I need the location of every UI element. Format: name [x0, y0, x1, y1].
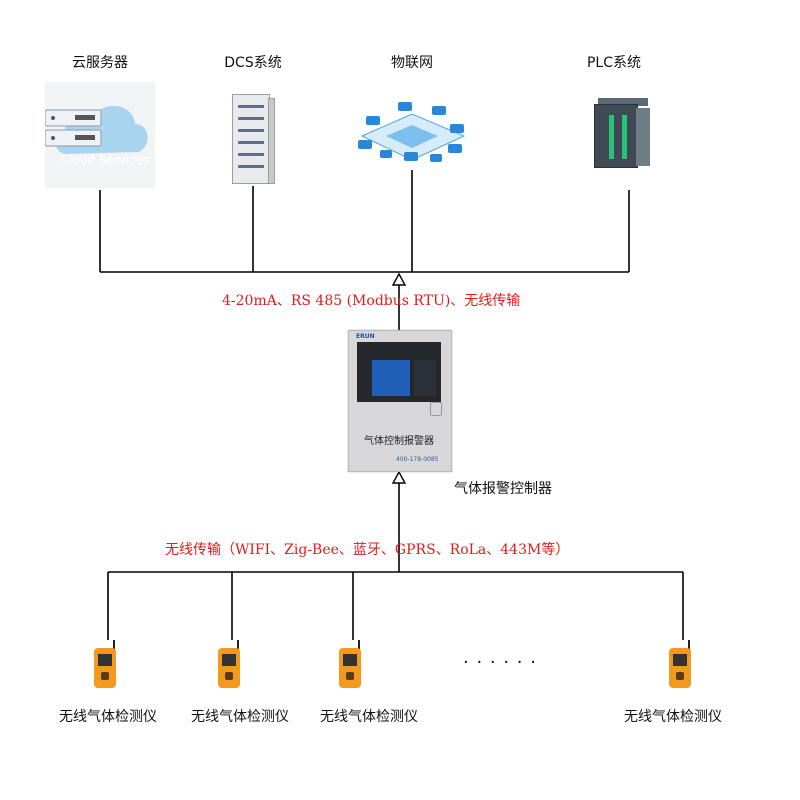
- controller-phone: 400-178-0085: [396, 456, 439, 463]
- detector-label-3: 无线气体检测仪: [320, 709, 418, 725]
- dcs-cabinet-icon: [232, 94, 270, 184]
- controller-status-grid: [414, 360, 436, 396]
- cloud-server-icon: [44, 82, 155, 188]
- plc-side: [636, 108, 650, 166]
- detector-label-2: 无线气体检测仪: [191, 709, 289, 725]
- dcs-label: DCS系统: [224, 55, 282, 71]
- gas-detector-icon: [94, 640, 116, 688]
- iot-network-icon: [352, 96, 474, 168]
- detector-label-1: 无线气体检测仪: [59, 709, 157, 725]
- plc-icon: [594, 104, 638, 168]
- controller-lock-icon: [430, 402, 442, 416]
- controller-panel-title: 气体控制报警器: [364, 436, 434, 447]
- detector-label-4: 无线气体检测仪: [624, 709, 722, 725]
- dcs-cabinet-side: [268, 98, 275, 184]
- controller-label: 气体报警控制器: [454, 481, 552, 497]
- controller-arrow: [391, 470, 407, 484]
- gas-detector-icon: [669, 640, 691, 688]
- cloud-server-label: 云服务器: [72, 55, 128, 71]
- gas-detector-icon: [218, 640, 240, 688]
- iot-label: 物联网: [391, 55, 433, 71]
- controller-brand: ERUN: [356, 333, 375, 340]
- ellipsis: · · · · · ·: [463, 652, 537, 673]
- cloud-image-text: Cloud Services: [60, 153, 150, 167]
- gas-detector-icon: [339, 640, 361, 688]
- plc-label: PLC系统: [586, 55, 642, 71]
- uplink-label: 4-20mA、RS 485 (Modbus RTU)、无线传输: [222, 293, 521, 309]
- downlink-label: 无线传输（WIFI、Zig-Bee、蓝牙、GPRS、RoLa、443M等）: [165, 542, 570, 558]
- controller-touchscreen: [372, 360, 410, 396]
- plc-top: [598, 98, 648, 106]
- uplink-arrow: [391, 272, 407, 286]
